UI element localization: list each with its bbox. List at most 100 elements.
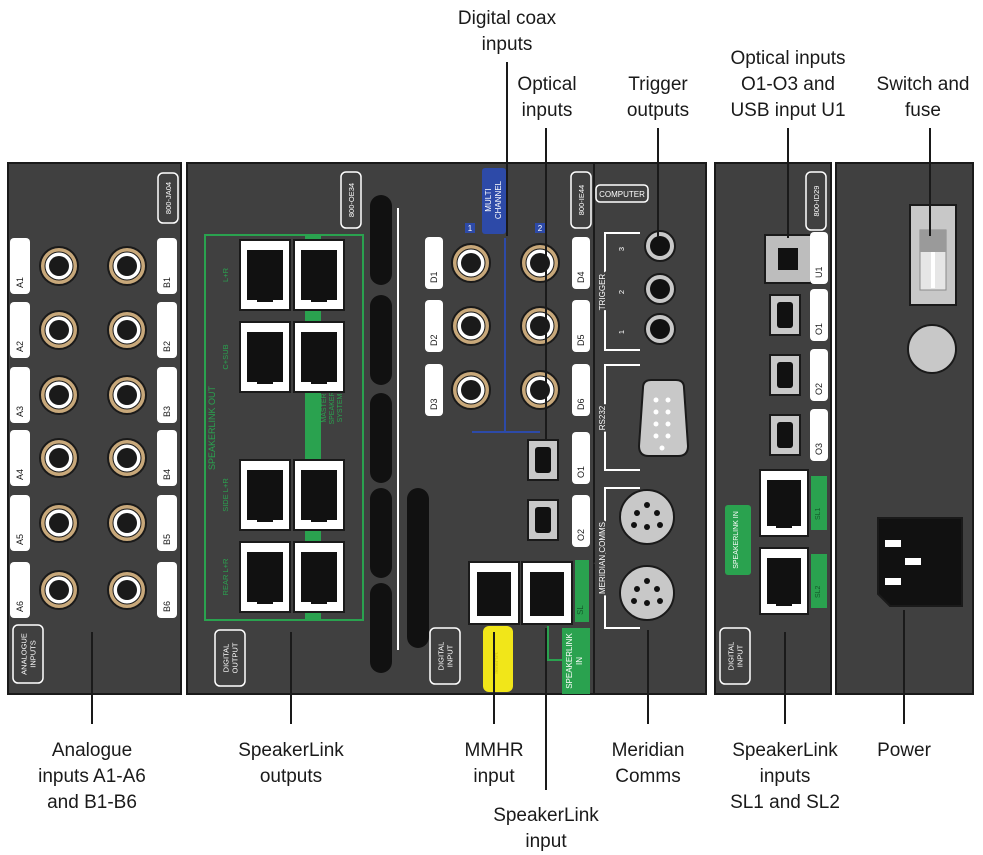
trigger-jack-2 bbox=[650, 279, 670, 299]
callout-analogue: Analogue inputs A1-A6 and B1-B6 bbox=[37, 738, 147, 816]
rs232-pin bbox=[659, 445, 665, 451]
din-pin bbox=[631, 522, 637, 528]
iec-pin bbox=[885, 578, 901, 585]
analogue-jack-b6 bbox=[117, 580, 137, 600]
optical-label: O1 bbox=[814, 323, 824, 335]
sl-port-2-latch bbox=[776, 600, 792, 606]
callout-line: inputs bbox=[759, 766, 811, 787]
analogue-jack-b5 bbox=[117, 513, 137, 533]
din-pin bbox=[634, 586, 640, 592]
vent-slot bbox=[370, 295, 392, 385]
mmhr-yellow-tag bbox=[483, 626, 513, 692]
rs232-connector bbox=[637, 379, 690, 457]
vent-slot bbox=[407, 488, 429, 648]
analogue-jack-a6 bbox=[49, 580, 69, 600]
speakerlink-out-port-1b-latch bbox=[311, 296, 327, 302]
callout-speakerlink-in: SpeakerLink input bbox=[486, 803, 606, 855]
callout-digital-coax: Digital coax inputs bbox=[447, 6, 567, 58]
fuse-holder bbox=[907, 324, 957, 374]
mmhr-port-opening bbox=[477, 572, 511, 616]
speakerlink-out-label: REAR L+R bbox=[221, 558, 230, 595]
analogue-label: B3 bbox=[162, 406, 172, 417]
analogue-jack-a2 bbox=[49, 320, 69, 340]
analogue-model-box bbox=[157, 172, 179, 224]
analogue-label-box bbox=[157, 367, 177, 423]
callout-optical: Optical inputs bbox=[505, 72, 589, 124]
digital-coax-label-box bbox=[425, 237, 443, 289]
callout-trigger: Trigger outputs bbox=[613, 72, 703, 124]
speakerlink-in-port-opening bbox=[530, 572, 564, 616]
din-pin bbox=[644, 502, 650, 508]
speakerlink-out-port-1a-opening bbox=[247, 250, 283, 300]
vent-slots bbox=[370, 195, 429, 673]
din-pin bbox=[631, 598, 637, 604]
usb-port-opening bbox=[778, 248, 798, 270]
sl-tag-box bbox=[575, 560, 589, 622]
callout-meridian-comms: Meridian Comms bbox=[603, 738, 693, 790]
analogue-label-box bbox=[10, 562, 30, 618]
callout-line: O1-O3 and bbox=[741, 74, 835, 95]
callout-line: Optical bbox=[517, 74, 577, 95]
callout-line: Optical inputs bbox=[730, 48, 846, 69]
trigger-number: 2 bbox=[617, 290, 626, 294]
trigger-jacks: 321 bbox=[617, 230, 676, 345]
sl-port-1-opening bbox=[767, 480, 801, 526]
callout-line: Comms bbox=[615, 766, 681, 787]
callout-line: outputs bbox=[259, 766, 323, 787]
multichannel-line: MULTI bbox=[484, 188, 493, 211]
digital-footer-line: DIGITAL bbox=[437, 642, 446, 671]
speakerlink-out-title: SPEAKERLINK OUT bbox=[207, 385, 217, 470]
callout-line: inputs A1-A6 bbox=[38, 766, 146, 787]
digital-footer-line: INPUT bbox=[446, 644, 455, 667]
iec-pin bbox=[905, 558, 921, 565]
speakerlink-out-port-3a-latch bbox=[257, 516, 273, 522]
callout-line: fuse bbox=[905, 100, 941, 121]
digital-coax-label: D1 bbox=[429, 271, 439, 283]
rs232-pin bbox=[653, 397, 659, 403]
badge-1-box bbox=[465, 223, 475, 233]
digital-coax-label: D2 bbox=[429, 334, 439, 346]
analogue-label-box bbox=[157, 562, 177, 618]
badge-1: 1 bbox=[468, 224, 473, 233]
optical-sl-footer-box bbox=[719, 627, 751, 685]
sl-tag: SL2 bbox=[815, 585, 822, 598]
speakerlink-in-tag bbox=[725, 505, 751, 575]
din-pin bbox=[634, 510, 640, 516]
analogue-panel bbox=[7, 162, 182, 695]
rs232-pins bbox=[653, 397, 671, 451]
digital-optical-ports bbox=[527, 439, 559, 541]
rs232-pin bbox=[653, 421, 659, 427]
rs232-label: RS232 bbox=[598, 405, 607, 430]
computer-title: COMPUTER bbox=[599, 190, 645, 199]
vent-slot bbox=[370, 488, 392, 578]
callout-mmhr: MMHR input bbox=[454, 738, 534, 790]
digital-model-line: 800-IE44 bbox=[577, 185, 586, 215]
din-pin bbox=[644, 524, 650, 530]
analogue-jack-b1 bbox=[117, 256, 137, 276]
analogue-label: B5 bbox=[162, 534, 172, 545]
digital-coax-label-box bbox=[572, 300, 590, 352]
meridian-label: MERIDIAN COMMS bbox=[598, 522, 607, 594]
analogue-label-box bbox=[10, 430, 30, 486]
analogue-label-box bbox=[157, 238, 177, 294]
speakerlink-footer-line: DIGITAL bbox=[222, 644, 231, 673]
trigger-number: 1 bbox=[617, 330, 626, 334]
optical-port-o3-opening bbox=[777, 422, 793, 448]
digital-coax-label-box bbox=[425, 364, 443, 416]
speakerlink-out-port-4b-opening bbox=[301, 552, 337, 602]
master-text-line: SPEAKER bbox=[329, 391, 336, 424]
rs232-pin bbox=[653, 409, 659, 415]
analogue-label-box bbox=[157, 495, 177, 551]
analogue-jack-b2 bbox=[117, 320, 137, 340]
callout-line: Meridian bbox=[611, 740, 685, 761]
analogue-label: A6 bbox=[15, 601, 25, 612]
speakerlink-out-port-2a-opening bbox=[247, 332, 283, 382]
speakerlink-in-tag-text: SPEAKERLINK IN bbox=[733, 511, 740, 569]
din-socket-1 bbox=[619, 489, 675, 545]
speakerlink-in-green-tag bbox=[562, 628, 590, 694]
rs232-pin bbox=[665, 433, 671, 439]
speakerlink-out-port-3b-latch bbox=[311, 516, 327, 522]
